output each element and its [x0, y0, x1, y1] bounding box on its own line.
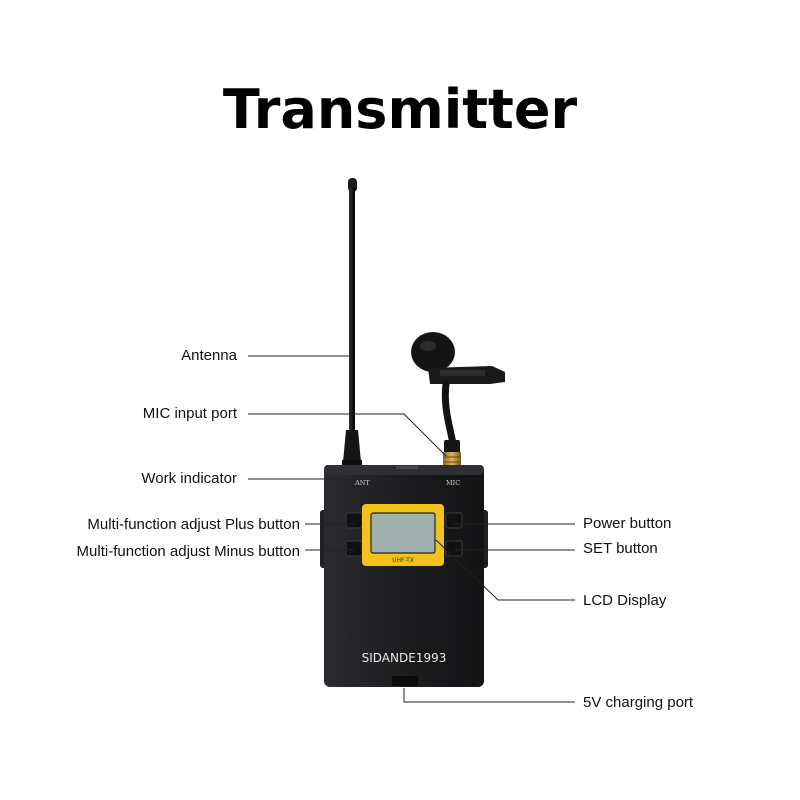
- lcd-model-label: UHF-TX: [392, 557, 414, 564]
- plus-button: [345, 512, 363, 529]
- power-button: [445, 512, 463, 529]
- callout-work-indicator: Work indicator: [141, 470, 237, 487]
- callout-lcd-display: LCD Display: [583, 592, 667, 609]
- minus-button: [345, 540, 363, 557]
- leader-lines: [248, 355, 575, 703]
- callout-minus-button: Multi-function adjust Minus button: [76, 543, 300, 560]
- lcd-screen: [370, 512, 436, 554]
- callout-antenna: Antenna: [181, 347, 237, 364]
- callout-plus-button: Multi-function adjust Plus button: [87, 516, 300, 533]
- page-title: Transmitter: [222, 78, 578, 141]
- callout-charging-port: 5V charging port: [583, 694, 694, 711]
- lavalier-mic: [411, 332, 505, 468]
- callout-set-button: SET button: [583, 540, 658, 557]
- set-button: [445, 540, 463, 557]
- ant-label: ANT: [354, 479, 370, 487]
- callout-power-button: Power button: [583, 515, 672, 532]
- callout-mic-input-port: MIC input port: [142, 405, 237, 422]
- mic-label: MIC: [446, 479, 460, 487]
- device-body: ANT MIC UHF-TX SIDANDE1993: [324, 465, 484, 687]
- brand-logo: SIDANDE1993: [362, 651, 447, 665]
- antenna: [342, 178, 362, 468]
